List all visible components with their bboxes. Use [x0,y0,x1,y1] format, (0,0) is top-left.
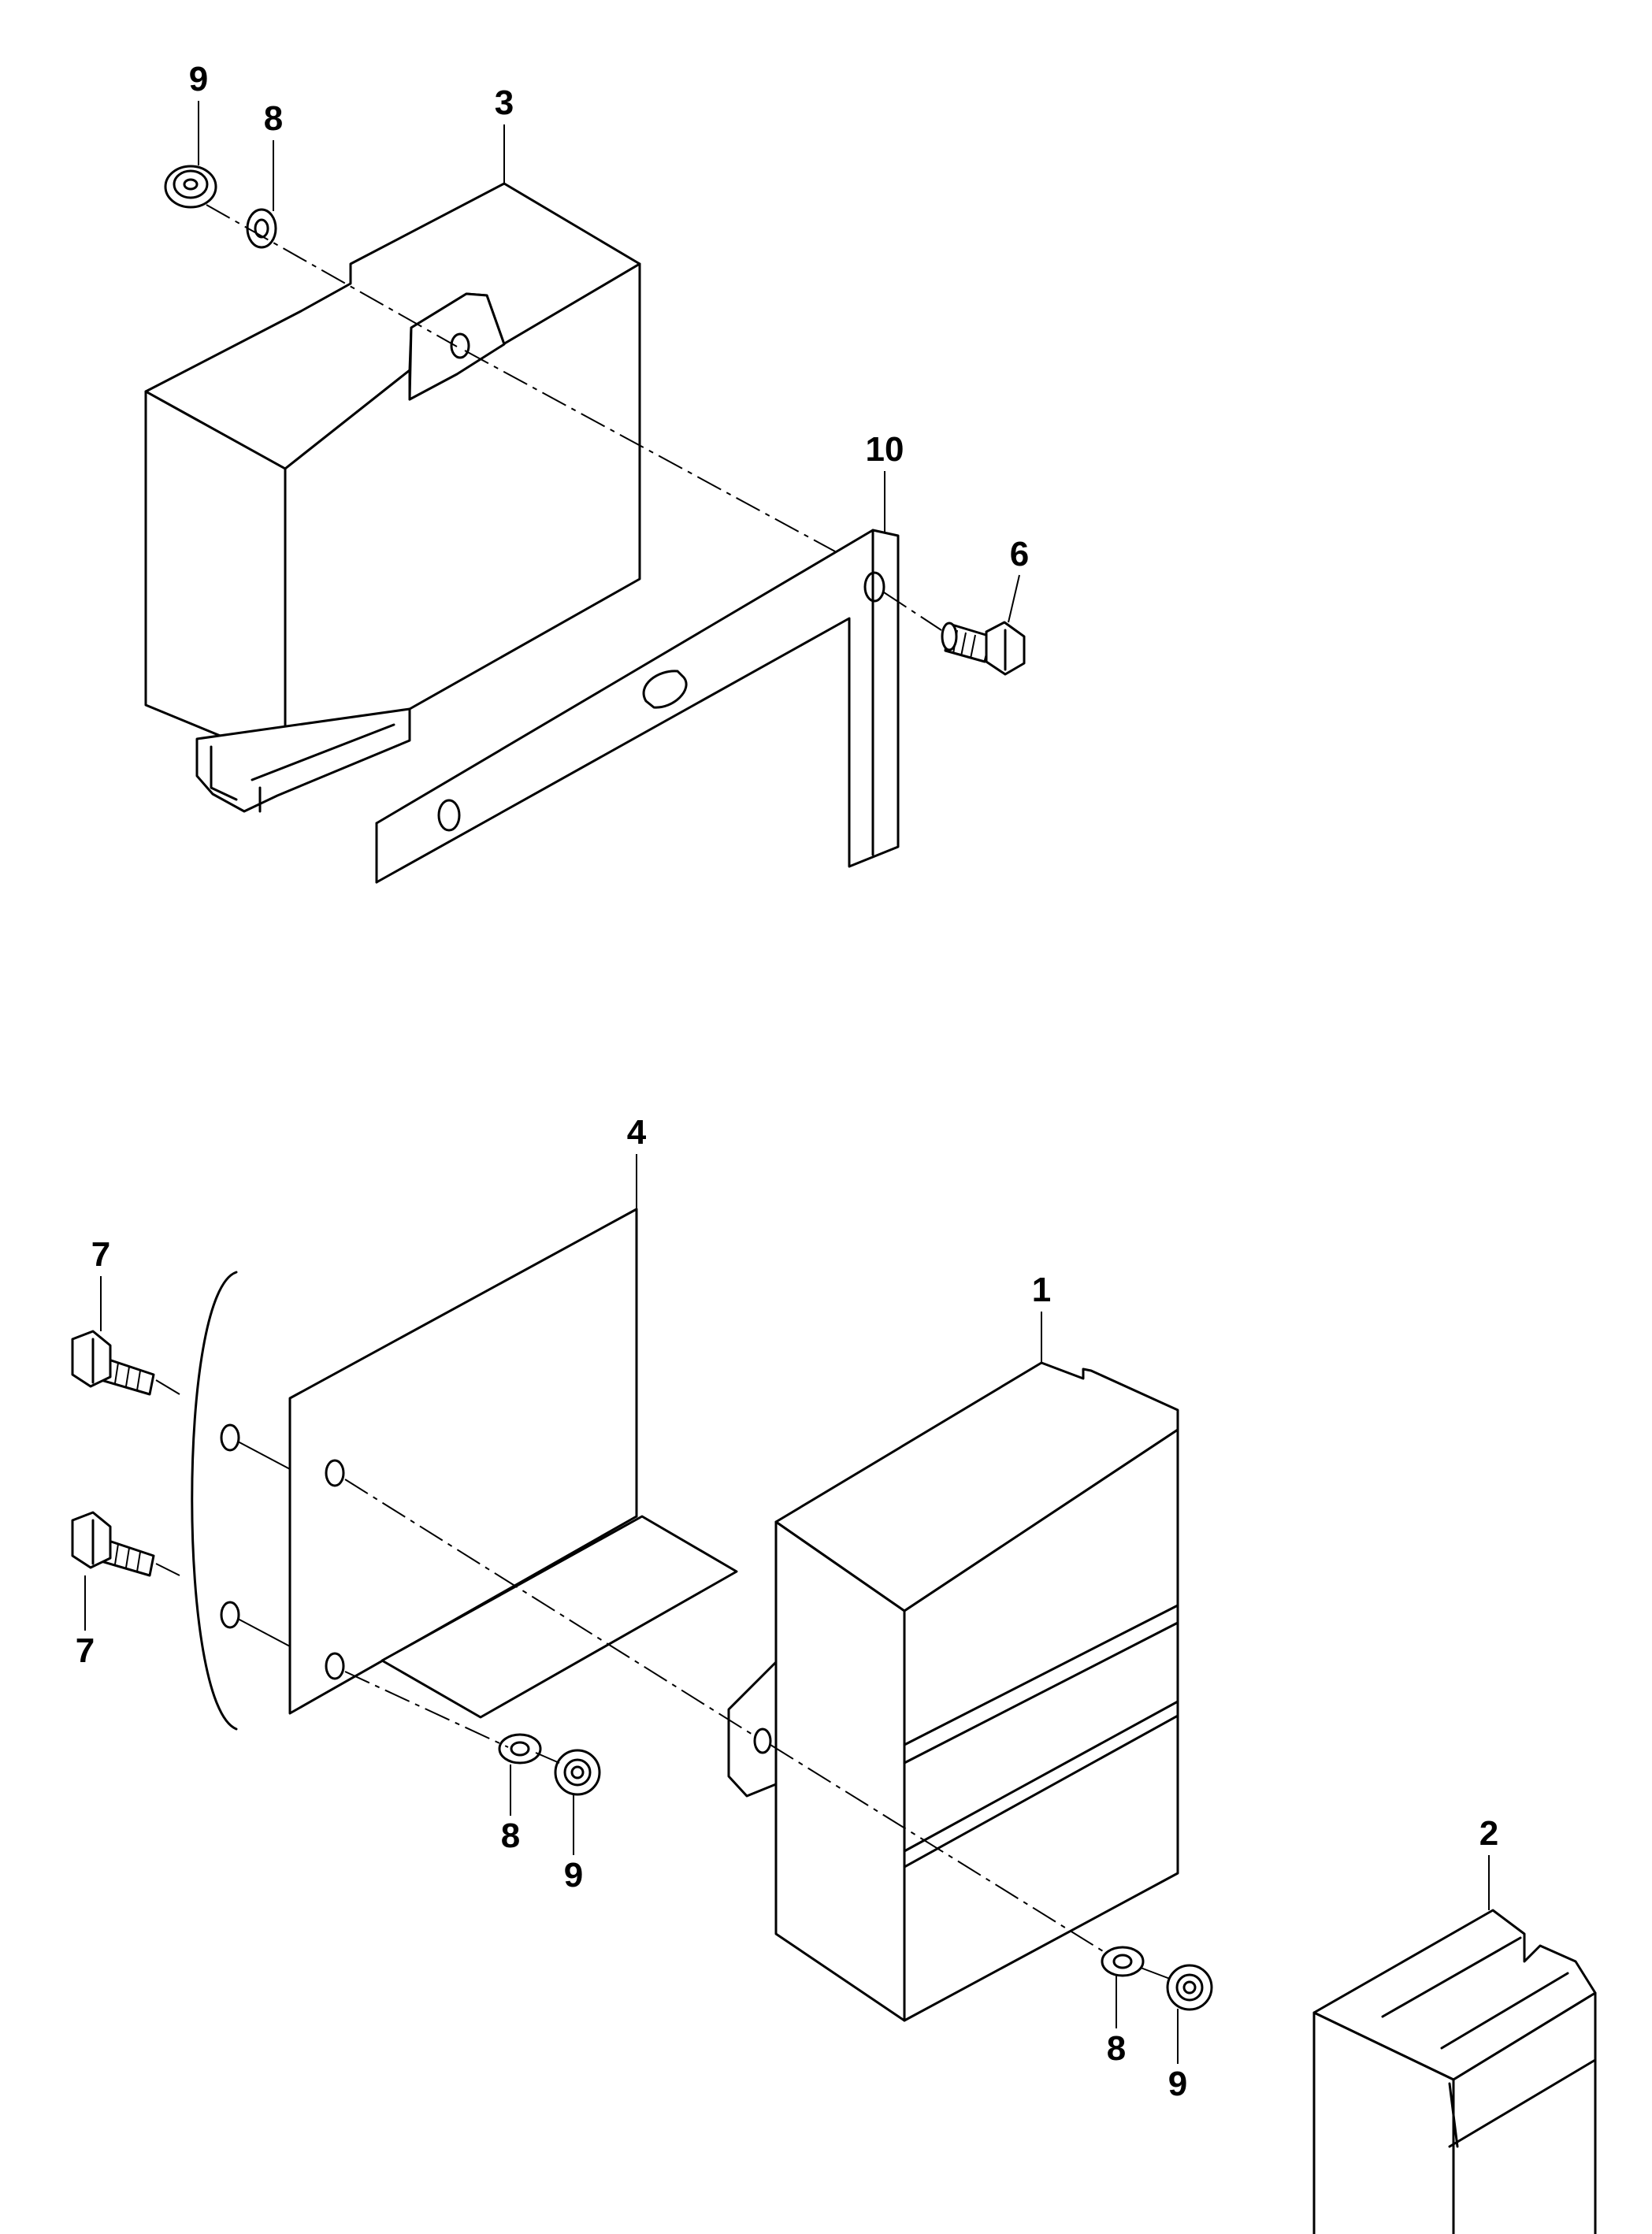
callout-6: 6 [1010,535,1029,573]
callout-2: 2 [1479,1814,1498,1853]
callout-10: 10 [866,430,904,469]
centerline-plate-to-washer [344,1671,509,1748]
part-10-slot [642,670,688,709]
callout-7-lower: 7 [76,1631,95,1670]
callout-9-top: 9 [189,60,208,98]
leader-lines [84,101,1490,2064]
centerline-top-bolt [883,592,942,631]
bolt-line-upper [155,1379,180,1395]
part-10-hole-right [863,571,885,603]
callout-8-bottom-right: 8 [1107,2029,1126,2068]
part-9-nut-bottom-left [554,1749,601,1796]
part-8-washer-bottom-left [498,1733,542,1765]
callout-3: 3 [495,83,514,122]
centerline-top-nut [206,204,458,347]
part-8-washer-top [246,208,277,249]
part-9-flange-nut-top [164,165,217,209]
hole-line-lower [237,1618,291,1647]
part-2-small-unit [1312,1909,1597,2234]
callout-7-upper: 7 [91,1235,110,1274]
bolt-group-bracket [191,1271,238,1731]
callout-8-top: 8 [264,99,283,138]
part-9-nut-bottom-right [1166,1964,1213,2011]
callout-9-bottom-right: 9 [1168,2065,1187,2103]
part-10-hole-left [437,799,461,832]
callout-8-bottom-left: 8 [501,1817,520,1855]
callout-4: 4 [627,1113,647,1152]
part-7-bolt-lower [71,1511,155,1577]
centerline-module-to-washer [770,1744,1108,1954]
washer-nut-line-right [1140,1967,1171,1980]
part-6-hex-bolt [941,621,1026,676]
part-10-l-bracket [375,529,900,884]
bolt-line-lower [155,1563,180,1576]
part-3-tab-hole [450,332,470,359]
centerline-top-bracket [464,350,836,552]
callout-9-bottom-left: 9 [564,1856,583,1894]
callout-1: 1 [1032,1271,1051,1309]
washer-nut-line-left [535,1752,560,1764]
part-1-control-module [727,1361,1179,2022]
part-4-plate-bracket [220,1208,738,1719]
part-8-washer-bottom-right [1101,1946,1145,1977]
hole-line-upper [237,1441,291,1470]
part-3-control-unit [144,182,641,813]
part-7-bolt-upper [71,1330,155,1396]
centerline-plate-to-module [344,1479,757,1738]
